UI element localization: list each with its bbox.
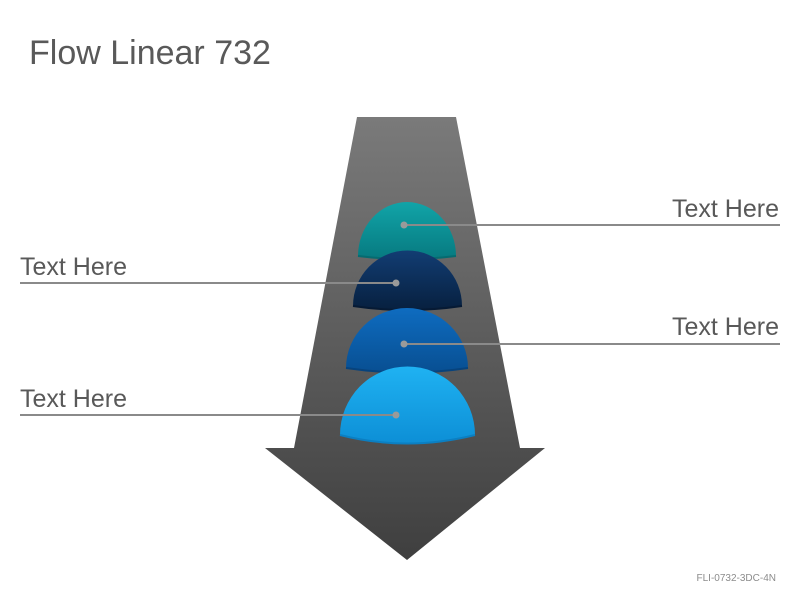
step-2-label: Text Here xyxy=(20,253,127,281)
step-3-connector xyxy=(400,340,780,348)
page-title: Flow Linear 732 xyxy=(29,34,271,72)
step-1-connector xyxy=(400,221,780,229)
step-1-label: Text Here xyxy=(672,195,779,223)
step-2-connector xyxy=(20,279,400,287)
step-4-connector xyxy=(20,411,400,419)
step-3-label: Text Here xyxy=(672,313,779,341)
step-4-label: Text Here xyxy=(20,385,127,413)
footer-code: FLI-0732-3DC-4N xyxy=(696,573,776,584)
step-4-dome xyxy=(339,366,476,445)
